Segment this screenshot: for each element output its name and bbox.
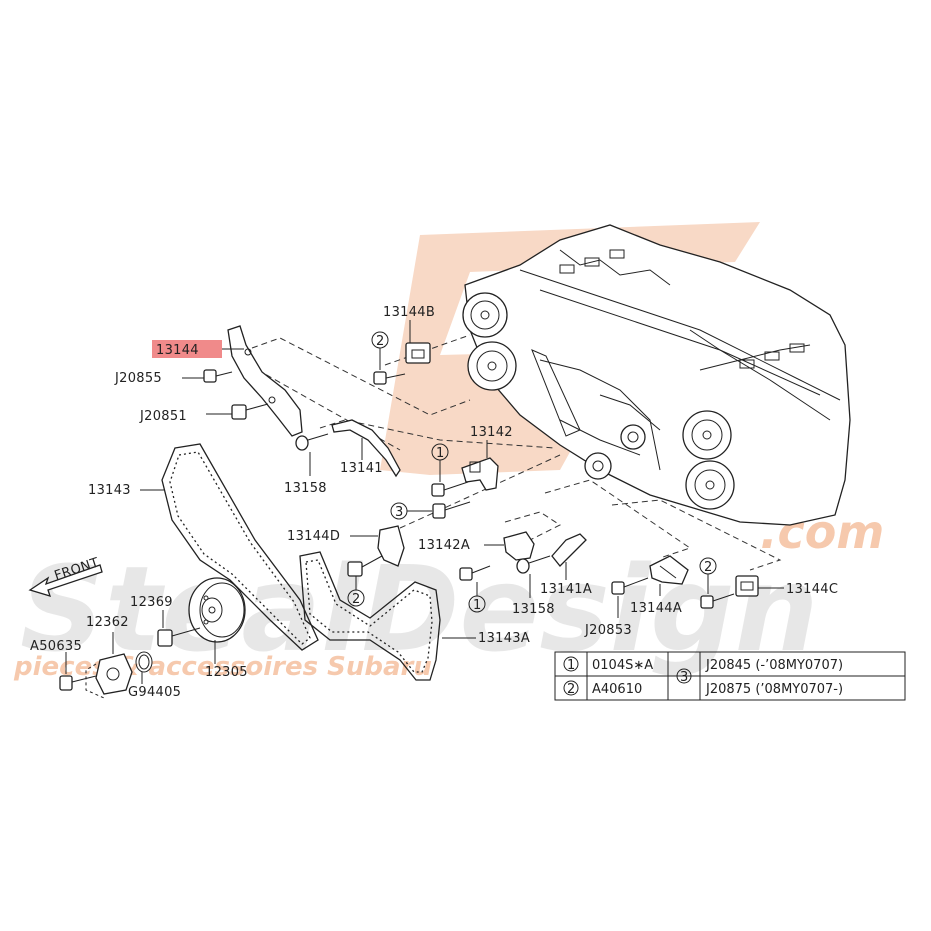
pin-13158-right	[516, 555, 551, 574]
label-13143: 13143	[88, 483, 131, 498]
cam-sprocket-right-lower	[685, 460, 735, 510]
bracket-13144	[227, 325, 303, 437]
label-j20853: J20853	[584, 623, 632, 638]
bolt-callout-3	[432, 501, 471, 519]
label-12369: 12369	[130, 595, 173, 610]
callout-1-lower: 1	[468, 595, 486, 613]
label-13158-left: 13158	[284, 481, 327, 496]
watermark-brand: StealDesign	[20, 540, 819, 678]
tensioner-13142a	[503, 531, 535, 561]
svg-text:3: 3	[395, 505, 404, 520]
bolt-13144d	[347, 555, 383, 577]
callout-2-mid: 2	[347, 589, 365, 607]
legend-key-3: 3	[676, 668, 692, 685]
label-13141a: 13141A	[540, 582, 592, 597]
bracket-13144d	[377, 525, 405, 567]
label-13141: 13141	[340, 461, 383, 476]
highlight-13144	[152, 340, 222, 358]
label-13142a: 13142A	[418, 538, 470, 553]
label-a50635: A50635	[30, 639, 82, 654]
bolt-13144c	[700, 593, 735, 609]
bolt-j20851	[231, 403, 269, 420]
bracket-13144b	[405, 342, 431, 364]
legend-value-2: A40610	[592, 682, 642, 697]
bracket-13144a	[649, 555, 689, 585]
bolt-j20855	[203, 369, 233, 383]
bolt-13144b	[373, 371, 406, 385]
bolt-j20853	[611, 577, 649, 595]
label-13144d: 13144D	[287, 529, 340, 544]
bracket-13144c	[735, 575, 759, 597]
cover-strip	[531, 349, 581, 437]
bolt-12369	[157, 627, 201, 647]
label-13142: 13142	[470, 425, 513, 440]
label-12362: 12362	[86, 615, 129, 630]
idler-pulley-upper	[620, 424, 646, 450]
label-13144b: 13144B	[383, 305, 435, 320]
label-13144c: 13144C	[786, 582, 838, 597]
bolt-a50635	[59, 675, 97, 691]
legend-key-1: 1	[563, 656, 579, 673]
svg-text:2: 2	[352, 592, 361, 607]
svg-text:1: 1	[436, 446, 445, 461]
label-13158-right: 13158	[512, 602, 555, 617]
engine-block	[464, 224, 851, 526]
plate-12362	[85, 653, 133, 699]
bolt-13142a	[459, 565, 491, 581]
pin-13158-left	[295, 433, 329, 451]
legend-key-2: 2	[563, 680, 579, 697]
label-13144a: 13144A	[630, 601, 682, 616]
svg-text:1: 1	[567, 658, 575, 673]
svg-text:2: 2	[376, 334, 385, 349]
guide-13141a	[551, 533, 587, 567]
legend-table: 1 0104S∗A 2 A40610 3 J20845 (-’08MY0707)…	[554, 651, 906, 701]
crank-pulley-12305	[188, 577, 246, 643]
svg-text:3: 3	[680, 670, 688, 685]
tensioner-13142	[461, 457, 499, 491]
legend-value-1: 0104S∗A	[592, 658, 653, 673]
callout-2-upper: 2	[371, 331, 389, 349]
cam-sprocket-right-upper	[682, 410, 732, 460]
svg-text:1: 1	[473, 598, 482, 613]
label-13144: 13144	[156, 343, 199, 358]
legend-value-3a: J20845 (-’08MY0707)	[705, 658, 843, 673]
watermark-tagline: pieces & accessoires Subaru	[13, 652, 432, 682]
logo-shape-s	[380, 222, 760, 475]
timing-belt-13143	[161, 443, 319, 651]
label-g94405: G94405	[128, 685, 181, 700]
legend-value-3b: J20875 (’08MY0707-)	[705, 682, 843, 697]
label-13143a: 13143A	[478, 631, 530, 646]
label-j20855: J20855	[114, 371, 162, 386]
bolt-13142-upper	[431, 481, 469, 497]
svg-text:2: 2	[567, 682, 575, 697]
cam-sprocket-left-upper	[462, 292, 508, 338]
cam-sprocket-left-lower	[467, 341, 517, 391]
idler-pulley-lower	[584, 452, 612, 480]
guide-13141	[331, 419, 401, 478]
oring-g94405	[135, 651, 153, 673]
svg-text:2: 2	[704, 560, 713, 575]
label-12305: 12305	[205, 665, 248, 680]
timing-belt-13143a	[299, 551, 441, 681]
label-j20851: J20851	[139, 409, 187, 424]
callout-3: 3	[390, 502, 408, 520]
